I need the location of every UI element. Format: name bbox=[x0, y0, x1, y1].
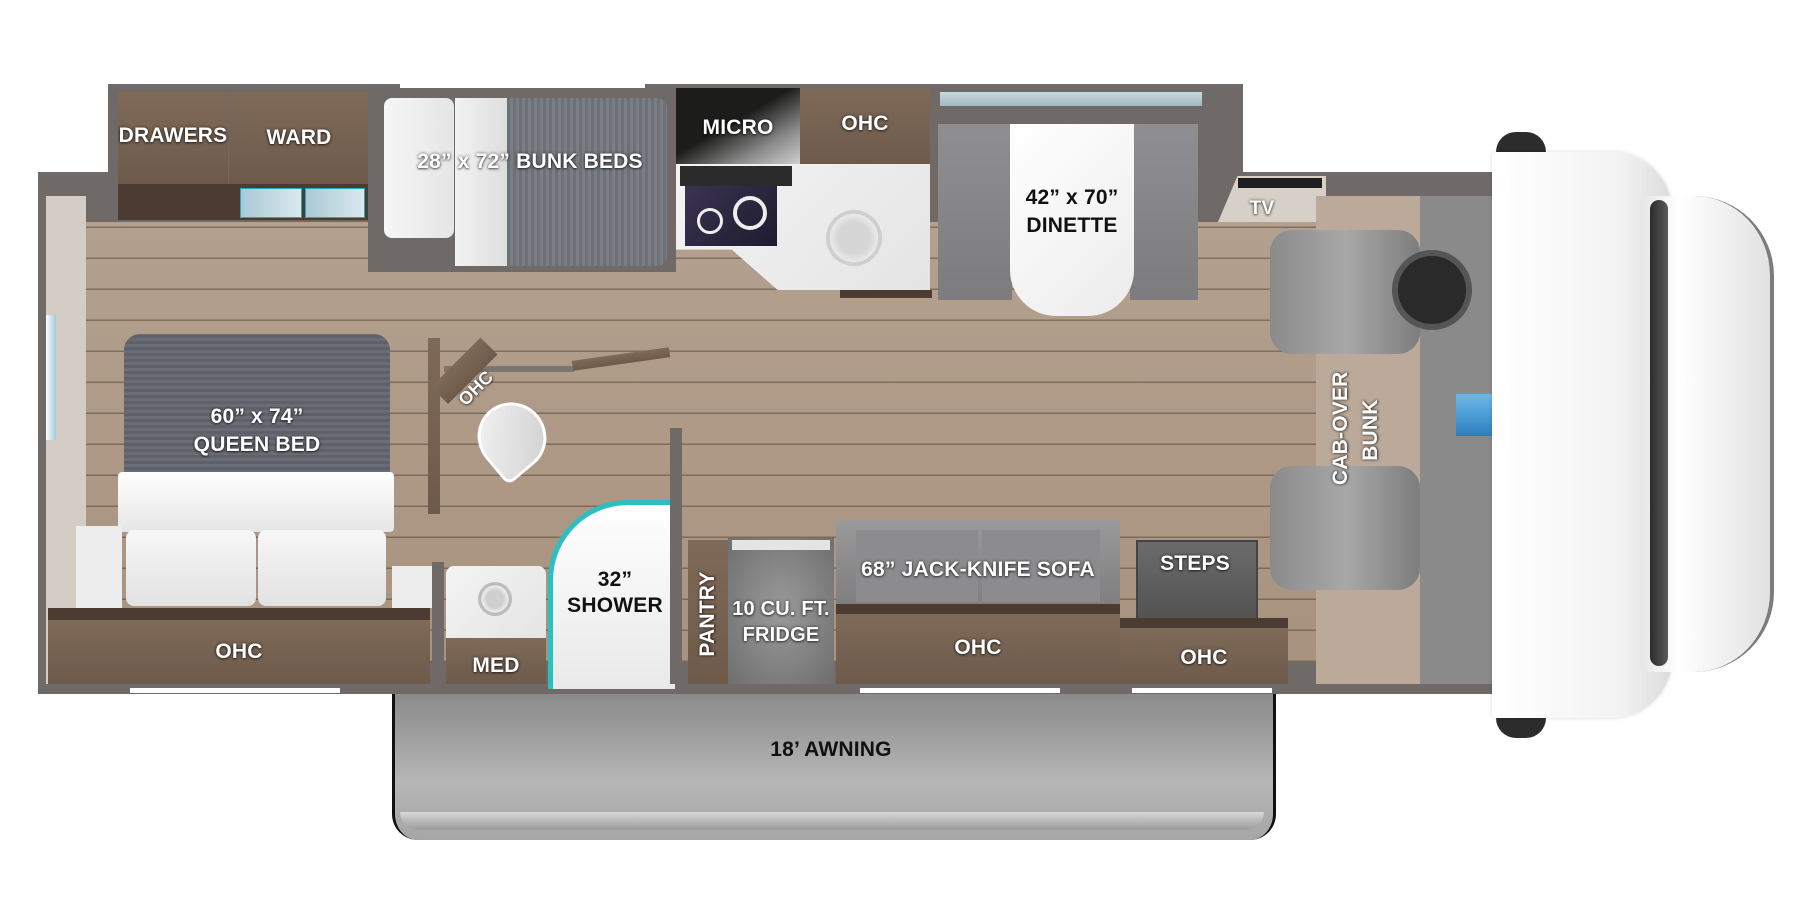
shower-wall bbox=[670, 428, 682, 684]
bath-wall-top bbox=[444, 366, 574, 372]
queen-bed-mattress bbox=[124, 334, 390, 494]
sofa-ohc-label: OHC bbox=[954, 636, 1002, 659]
kitchen-counter-edge bbox=[840, 290, 932, 298]
kitchen-ohc bbox=[800, 88, 930, 164]
bath-wall-left bbox=[432, 562, 444, 684]
kitchen-sink-icon bbox=[826, 210, 882, 266]
sofa-ohc bbox=[836, 614, 1120, 684]
bath-sink-icon bbox=[478, 582, 512, 616]
sofa-cushion-left bbox=[856, 530, 978, 602]
tv-label: TV bbox=[1249, 198, 1275, 219]
pantry-cabinet bbox=[688, 540, 728, 684]
sofa-ohc-edge bbox=[836, 604, 1120, 614]
fridge-top bbox=[732, 540, 830, 550]
bottom-window-gap-2 bbox=[860, 688, 1060, 693]
drawers-cabinet bbox=[118, 92, 228, 184]
steering-wheel-icon bbox=[1392, 250, 1472, 330]
bottom-window-gap-3 bbox=[1132, 688, 1272, 693]
ward-window-left bbox=[240, 188, 302, 218]
nightstand-right bbox=[392, 566, 432, 608]
bath-partition bbox=[428, 338, 440, 514]
fridge-label: FRIDGE bbox=[742, 624, 820, 646]
micro-label: MICRO bbox=[702, 116, 774, 139]
bunk-bed-mattress bbox=[507, 98, 667, 266]
steps-label: STEPS bbox=[1160, 552, 1230, 575]
drawers-label: DRAWERS bbox=[118, 124, 228, 147]
cab-over-label: CAB-OVER bbox=[1328, 371, 1352, 486]
queen-bed-blanket bbox=[118, 472, 394, 532]
fridge-size-label: 10 CU. FT. bbox=[732, 598, 830, 620]
top-window-gap bbox=[400, 82, 645, 88]
bunk-bed-sheet bbox=[455, 98, 507, 266]
burner-right-icon bbox=[733, 196, 767, 230]
dinette-bench-left bbox=[938, 124, 1012, 300]
bunk-beds-label: 28” x 72” BUNK BEDS bbox=[417, 150, 643, 173]
dinette-size-label: 42” x 70” bbox=[1025, 186, 1119, 209]
shower-stall bbox=[548, 500, 675, 689]
dinette-label: DINETTE bbox=[1026, 214, 1118, 237]
bedroom-ohc-edge bbox=[48, 608, 430, 620]
shower-label: SHOWER bbox=[567, 594, 663, 617]
nightstand-left bbox=[76, 526, 122, 608]
queen-bed-size-label: 60” x 74” bbox=[210, 405, 304, 428]
steps-ohc bbox=[1120, 628, 1288, 684]
awning-edge bbox=[400, 812, 1264, 830]
bunk-bed-pillow bbox=[384, 98, 454, 238]
tv-screen bbox=[1238, 178, 1322, 188]
queen-bed-pillow-left bbox=[126, 530, 256, 606]
fridge bbox=[728, 538, 834, 684]
steps-ohc-label: OHC bbox=[1180, 646, 1228, 669]
awning-label: 18’ AWNING bbox=[770, 738, 892, 761]
queen-bed-pillow-right bbox=[258, 530, 386, 606]
ward-window-right bbox=[305, 188, 365, 218]
console-display bbox=[1456, 394, 1496, 436]
dinette-bench-right bbox=[1130, 124, 1198, 300]
microwave bbox=[676, 88, 800, 164]
stove-hood bbox=[680, 166, 792, 186]
bedroom-ohc bbox=[48, 620, 430, 684]
dinette-table bbox=[1010, 124, 1134, 316]
sofa-label: 68” JACK-KNIFE SOFA bbox=[861, 558, 1095, 581]
med-label: MED bbox=[472, 654, 520, 677]
med-cabinet bbox=[446, 638, 546, 684]
dinette-window bbox=[940, 92, 1202, 106]
bunk-label: BUNK bbox=[1358, 399, 1382, 461]
wardrobe-cabinet bbox=[229, 92, 369, 184]
ward-label: WARD bbox=[266, 126, 332, 149]
kitchen-ohc-label: OHC bbox=[841, 112, 889, 135]
passenger-seat bbox=[1270, 466, 1420, 590]
rear-window bbox=[46, 315, 56, 440]
windshield bbox=[1650, 200, 1668, 666]
bedroom-ohc-label: OHC bbox=[215, 640, 263, 663]
pantry-label: PANTRY bbox=[695, 571, 719, 657]
queen-bed-label: QUEEN BED bbox=[193, 433, 321, 456]
steps-ohc-edge bbox=[1120, 618, 1288, 628]
sofa-cushion-right bbox=[982, 530, 1100, 602]
shower-size-label: 32” bbox=[597, 568, 633, 591]
bottom-window-gap-1 bbox=[130, 688, 340, 693]
burner-left-icon bbox=[697, 208, 723, 234]
